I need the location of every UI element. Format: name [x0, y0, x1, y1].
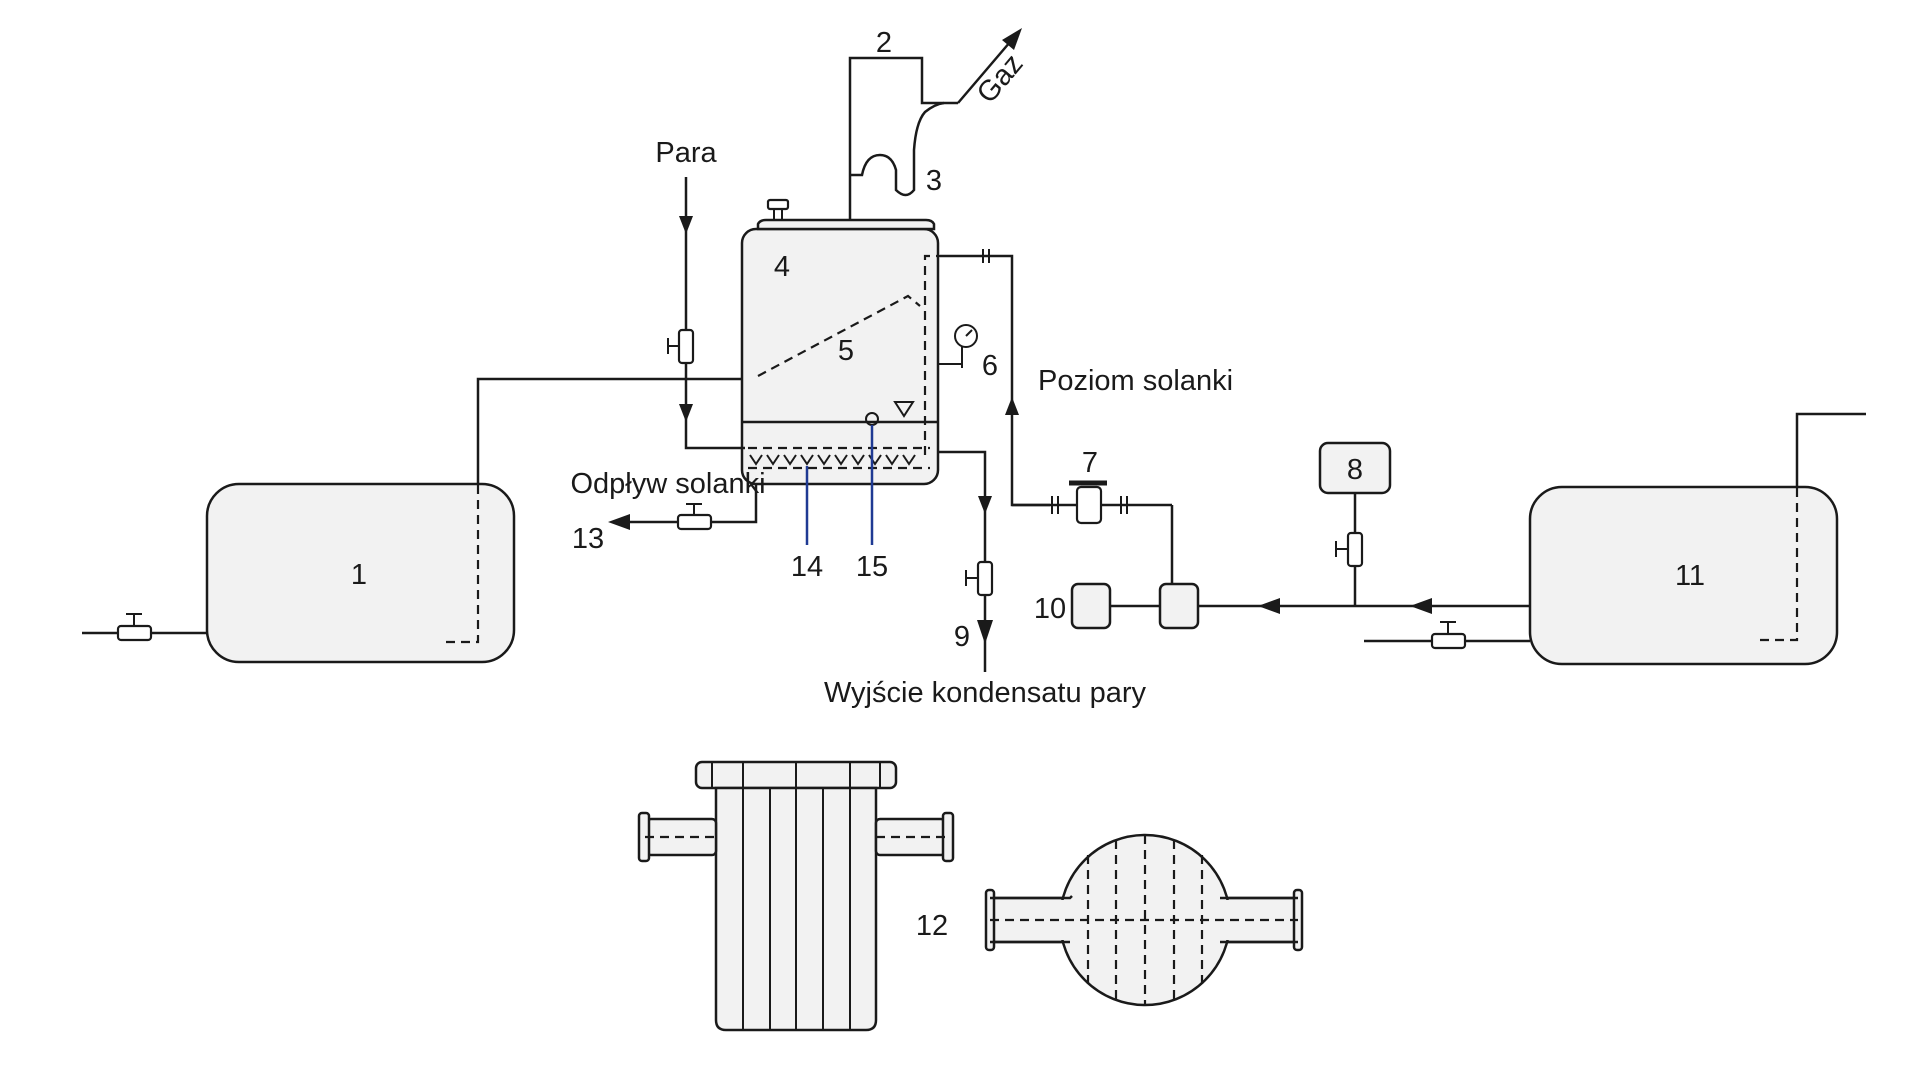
gas-outlet-pipe	[957, 34, 1017, 104]
steam-arrow-down-icon	[679, 216, 693, 234]
filter-label: 12	[916, 910, 948, 942]
filter-12-top-view	[984, 833, 1304, 1007]
steam-label: Para	[655, 137, 717, 169]
flow-meter-label: 7	[1082, 447, 1098, 479]
pressure-gauge: 6	[938, 324, 998, 382]
gas-vent-line: 2 3 Gaz	[848, 27, 1030, 220]
brine-outflow-arrow-icon	[608, 514, 630, 530]
gas-label: Gaz	[971, 48, 1030, 109]
tank-11-top-pipe	[1795, 412, 1866, 487]
tank-1-label: 1	[351, 559, 367, 591]
feed-line-from-tank-11: 8	[1198, 441, 1530, 614]
condensate-label: Wyjście kondensatu pary	[824, 677, 1147, 709]
condensate-number: 9	[954, 621, 970, 653]
unit-10-label: 10	[1034, 593, 1066, 625]
brine-outflow-line: Odpływ solanki 13	[570, 468, 765, 555]
unit-8-body	[1318, 441, 1392, 495]
condensate-outlet-arrow-icon	[977, 620, 993, 644]
brine-outflow-number: 13	[572, 523, 604, 555]
dissolver-vessel: 4 5	[740, 198, 940, 486]
brine-outflow-label: Odpływ solanki	[570, 468, 765, 500]
brine-level-label: Poziom solanki	[1038, 365, 1233, 397]
vent-pipe-2	[848, 56, 958, 220]
level-indicator-icon	[893, 401, 915, 418]
steam-line: Para	[655, 137, 745, 450]
unit-10: 10	[1034, 582, 1160, 630]
pump-body	[1158, 582, 1200, 630]
salt-bed-label: 5	[838, 335, 854, 367]
tank-1-inlet-valve	[116, 613, 153, 642]
gas-outlet-arrow-icon	[1002, 28, 1022, 50]
tank-11: 11	[1364, 412, 1866, 666]
condensate-valve	[965, 560, 994, 597]
feed-arrow-left-icon	[1258, 598, 1280, 614]
filter-12-side-view: 12	[637, 760, 955, 1032]
tank-11-internal-pipe	[1760, 488, 1799, 642]
tank-1-to-dissolver-pipe	[476, 377, 745, 484]
tank-11-body	[1528, 485, 1839, 666]
dissolver-lid	[756, 218, 936, 231]
vent-label-2: 2	[876, 27, 892, 59]
dissolver-salt-slope	[757, 294, 921, 377]
steam-pipe	[684, 177, 745, 450]
pressure-gauge-icon	[954, 324, 978, 348]
flow-meter-body	[1075, 485, 1103, 525]
trap-label-3: 3	[926, 165, 942, 197]
probe-15-label: 15	[856, 551, 888, 583]
brine-outflow-pipe	[628, 484, 758, 524]
unit-10-body	[1070, 582, 1112, 630]
u-trap-3	[850, 101, 945, 197]
dissolver-top-fitting	[766, 198, 790, 220]
tank-1: 1	[82, 377, 745, 664]
tank-11-inlet-valve	[1430, 621, 1467, 650]
tank-1-body	[205, 482, 516, 664]
dissolver-label: 4	[774, 251, 790, 283]
unit-8-valve	[1335, 531, 1364, 568]
pump-box	[1158, 582, 1200, 630]
flow-meter-7: 7	[1012, 447, 1174, 588]
steam-arrow-down-icon-2	[679, 404, 693, 422]
feed-arrow-left-icon-2	[1410, 598, 1432, 614]
condensate-arrow-down-icon	[978, 496, 992, 514]
brine-outflow-valve	[676, 503, 713, 531]
unit-8-label: 8	[1347, 454, 1363, 486]
condensate-pipe	[938, 450, 987, 672]
tank-1-internal-pipe	[441, 485, 480, 644]
gauge-label-6: 6	[982, 350, 998, 382]
brine-level-arrow-up-icon	[1005, 397, 1019, 415]
dissolver-overflow-pipe	[923, 254, 940, 455]
tank-11-label: 11	[1675, 560, 1705, 592]
probe-14-label: 14	[791, 551, 823, 583]
steam-valve	[667, 328, 695, 365]
condensate-line: 9 Wyjście kondensatu pary	[824, 450, 1147, 709]
